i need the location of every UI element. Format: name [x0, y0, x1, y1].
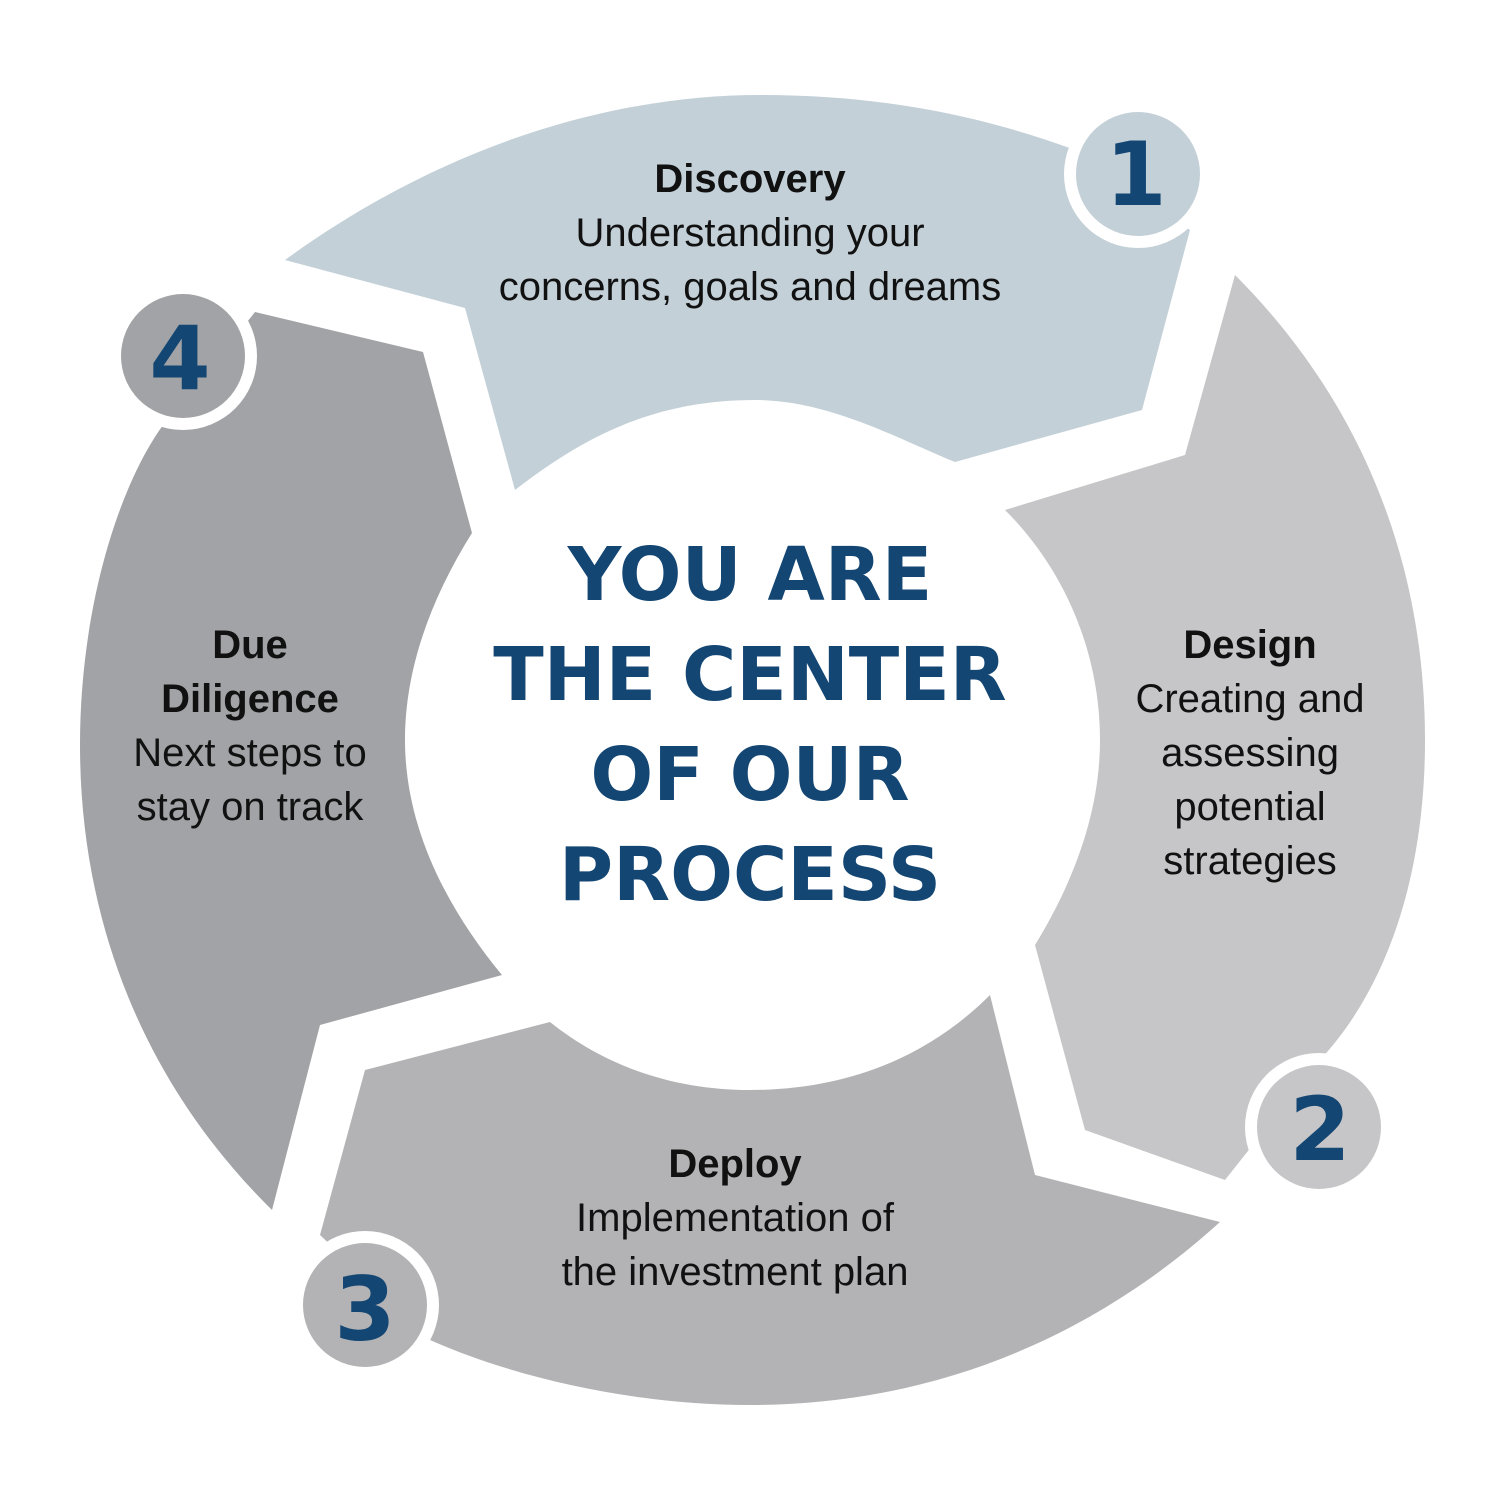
step-description-line: strategies	[1163, 839, 1337, 883]
step-3-badge: 3	[291, 1231, 439, 1379]
step-title: Deploy	[668, 1142, 802, 1186]
step-due-diligence-text: Due Diligence Next steps to stay on trac…	[90, 618, 410, 834]
step-4-badge: 4	[109, 282, 257, 430]
step-description-line: stay on track	[136, 785, 364, 829]
segment-design	[1005, 275, 1425, 1180]
step-title: Discovery	[654, 157, 846, 201]
center-heading: YOU ARE THE CENTER OF OUR PROCESS	[430, 525, 1070, 925]
step-deploy-text: Deploy Implementation of the investment …	[485, 1137, 985, 1299]
segment-due-diligence	[80, 312, 502, 1210]
step-description-line: assessing	[1161, 731, 1339, 775]
segment-deploy	[320, 995, 1220, 1405]
step-description-line: Understanding your	[575, 211, 925, 255]
step-title: Diligence	[161, 677, 339, 721]
step-design-text: Design Creating and assessing potential …	[1100, 618, 1400, 888]
step-2-badge: 2	[1245, 1053, 1393, 1201]
step-title: Due	[212, 623, 288, 667]
step-description-line: Creating and	[1135, 677, 1365, 721]
step-3-number: 3	[334, 1258, 395, 1361]
center-heading-line: THE CENTER	[493, 632, 1007, 718]
step-description-line: Next steps to	[133, 731, 367, 775]
center-heading-line: PROCESS	[558, 832, 942, 918]
step-2-number: 2	[1289, 1078, 1350, 1181]
step-discovery-text: Discovery Understanding your concerns, g…	[430, 152, 1070, 314]
center-heading-line: OF OUR	[590, 732, 910, 818]
step-description-line: the investment plan	[561, 1250, 909, 1294]
step-description-line: concerns, goals and dreams	[498, 265, 1002, 309]
step-4-number: 4	[149, 307, 210, 410]
center-heading-line: YOU ARE	[567, 532, 933, 618]
step-description-line: potential	[1174, 785, 1326, 829]
step-1-number: 1	[1105, 123, 1166, 226]
step-1-badge: 1	[1064, 100, 1212, 248]
step-description-line: Implementation of	[576, 1196, 894, 1240]
step-title: Design	[1183, 623, 1317, 667]
segment-discovery	[285, 95, 1190, 490]
